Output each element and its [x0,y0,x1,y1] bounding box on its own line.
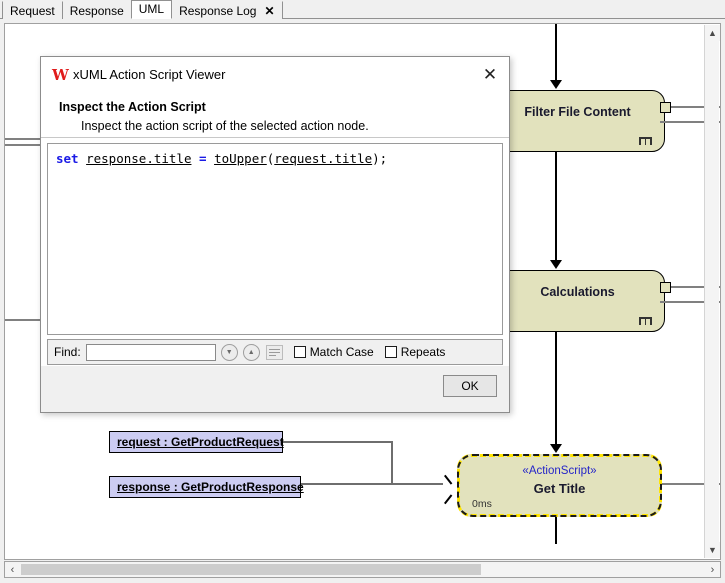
object-node-request[interactable]: request : GetProductRequest [109,431,284,453]
tab-bar: Request Response UML Response Log ✕ [0,0,725,19]
find-bar: Find: ▼ ▲ Match Case Repeats [47,339,503,365]
close-icon[interactable]: ✕ [264,3,275,18]
match-case-label: Match Case [309,345,374,359]
tab-label: Request [10,3,55,18]
checkbox-box[interactable] [293,346,306,358]
flow-edge [555,332,557,445]
activity-node-filter-file-content[interactable]: Filter File Content [490,90,665,152]
scroll-right-button[interactable]: › [710,563,715,576]
object-node-response[interactable]: response : GetProductResponse [109,476,304,498]
action-script-viewer-dialog: W xUML Action Script Viewer ✕ Inspect th… [40,56,510,413]
flow-arrowhead [550,80,562,89]
code-target: response.title [86,151,192,166]
ok-button[interactable]: OK [443,375,497,397]
dialog-section-text: Inspect the action script of the selecte… [81,119,369,133]
pin-connector [671,286,720,288]
incoming-open-arrowhead [442,474,456,505]
pin-connector [671,106,720,108]
output-pin[interactable] [660,282,671,293]
find-list-icon[interactable] [265,344,283,360]
flow-arrowhead [550,260,562,269]
find-previous-icon[interactable]: ▲ [242,343,260,361]
dialog-header: W xUML Action Script Viewer ✕ Inspect th… [41,57,509,138]
flow-edge [555,517,557,544]
outgoing-connector [662,483,720,485]
scroll-thumb[interactable] [21,564,481,575]
code-operator: = [199,151,207,166]
repeats-checkbox[interactable]: Repeats [384,345,446,359]
tab-label: Response [69,3,124,18]
flow-arrowhead [550,444,562,453]
app-logo-icon: W [52,66,69,84]
subactivity-rake-icon [639,133,652,145]
code-open-paren: ( [266,151,275,166]
object-node-label: response : GetProductResponse [117,480,304,494]
flow-edge [555,152,557,261]
tab-response[interactable]: Response [61,1,132,19]
find-label: Find: [54,345,81,359]
activity-node-label: Filter File Content [524,105,631,119]
action-script-code-editor[interactable]: set response.title = toUpper(request.tit… [47,143,503,335]
dialog-title: xUML Action Script Viewer [73,67,226,82]
code-line: set response.title = toUpper(request.tit… [56,151,502,166]
code-function: toUpper [214,151,267,166]
horizontal-scrollbar[interactable]: ‹ › [4,561,721,578]
tab-request[interactable]: Request [2,1,63,19]
find-input[interactable] [85,343,216,361]
diagram-content: Filter File Content Calculations [5,24,720,544]
object-connector [391,441,393,485]
code-argument: request.title [274,151,373,166]
vertical-scrollbar[interactable]: ▲ ▼ [704,25,720,558]
tab-label: Response Log [179,3,257,18]
activity-node-get-title-selected[interactable]: «ActionScript» Get Title 0ms [457,454,662,517]
tab-uml[interactable]: UML [130,0,173,19]
close-icon[interactable]: ✕ [482,65,498,84]
repeats-label: Repeats [400,345,446,359]
object-connector [301,483,443,485]
output-pin[interactable] [660,102,671,113]
find-next-icon[interactable]: ▼ [220,343,238,361]
stereotype-label: «ActionScript» [522,465,597,477]
flow-edge [555,24,557,82]
dialog-footer: OK [41,365,509,412]
activity-node-label: Get Title [533,481,586,496]
code-close-paren: ); [372,151,388,166]
scroll-left-button[interactable]: ‹ [10,563,15,576]
object-node-label: request : GetProductRequest [117,435,284,449]
dialog-section-heading: Inspect the Action Script [59,100,206,114]
object-connector [283,441,393,443]
scroll-down-button[interactable]: ▼ [705,542,720,558]
activity-node-label: Calculations [540,285,615,299]
scroll-up-button[interactable]: ▲ [705,25,720,41]
tab-label: UML [138,2,165,16]
code-keyword: set [56,151,79,166]
pin-connector [660,121,720,123]
pin-connector [660,301,720,303]
checkbox-box[interactable] [384,346,397,358]
duration-label: 0ms [472,498,492,510]
tab-response-log[interactable]: Response Log ✕ [171,1,283,19]
match-case-checkbox[interactable]: Match Case [293,345,374,359]
activity-node-calculations[interactable]: Calculations [490,270,665,332]
subactivity-rake-icon [639,313,652,325]
